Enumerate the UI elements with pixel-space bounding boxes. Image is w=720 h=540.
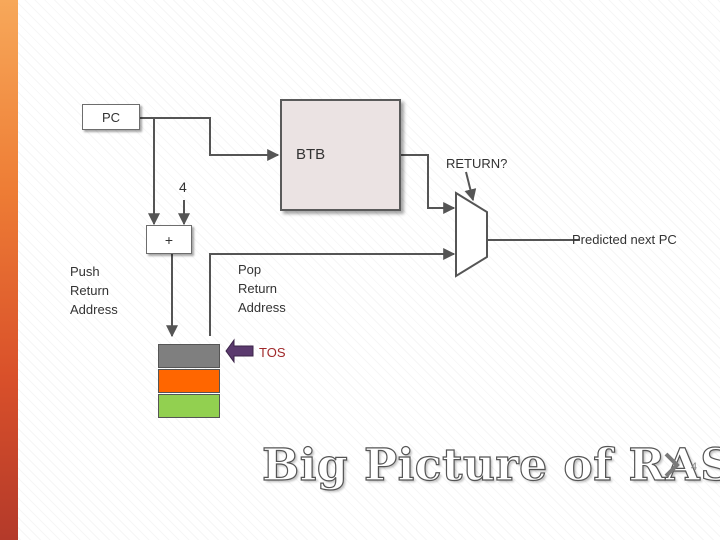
pop-label: Pop Return Address [238,260,286,317]
pc-register: PC [82,104,140,130]
wire-pc-to-btb [140,117,280,161]
predicted-pc-label: Predicted next PC [572,232,677,247]
tos-label: TOS [259,345,286,360]
btb-block [280,99,401,211]
btb-label: BTB [296,146,326,163]
slide-title: Big Picture of RAS [261,439,720,491]
slide-number: 4 [691,461,698,473]
pop-label-line: Return [238,281,278,296]
wire-stack-to-mux [209,248,456,336]
stack-entry-bottom [158,394,220,418]
return-label: RETURN? [446,156,508,171]
wire-return-select [464,171,477,202]
push-label-line: Push [70,264,100,279]
push-label: Push Return Address [70,262,118,319]
mux [455,191,488,278]
four-label: 4 [179,179,187,195]
push-label-line: Return [70,283,110,298]
pc-label: PC [101,109,121,125]
push-label-line: Address [70,302,118,317]
adder: + [146,225,192,254]
accent-side-bar [0,0,18,540]
adder-label: + [164,231,174,248]
tos-arrow [225,338,254,364]
wire-pc-to-adder [140,117,160,226]
stack-entry-middle [158,369,220,393]
pop-label-line: Address [238,300,286,315]
pop-label-line: Pop [238,262,262,277]
chevron-right-icon [664,452,680,478]
stack-entry-top [158,344,220,368]
wire-btb-to-mux [401,154,456,214]
